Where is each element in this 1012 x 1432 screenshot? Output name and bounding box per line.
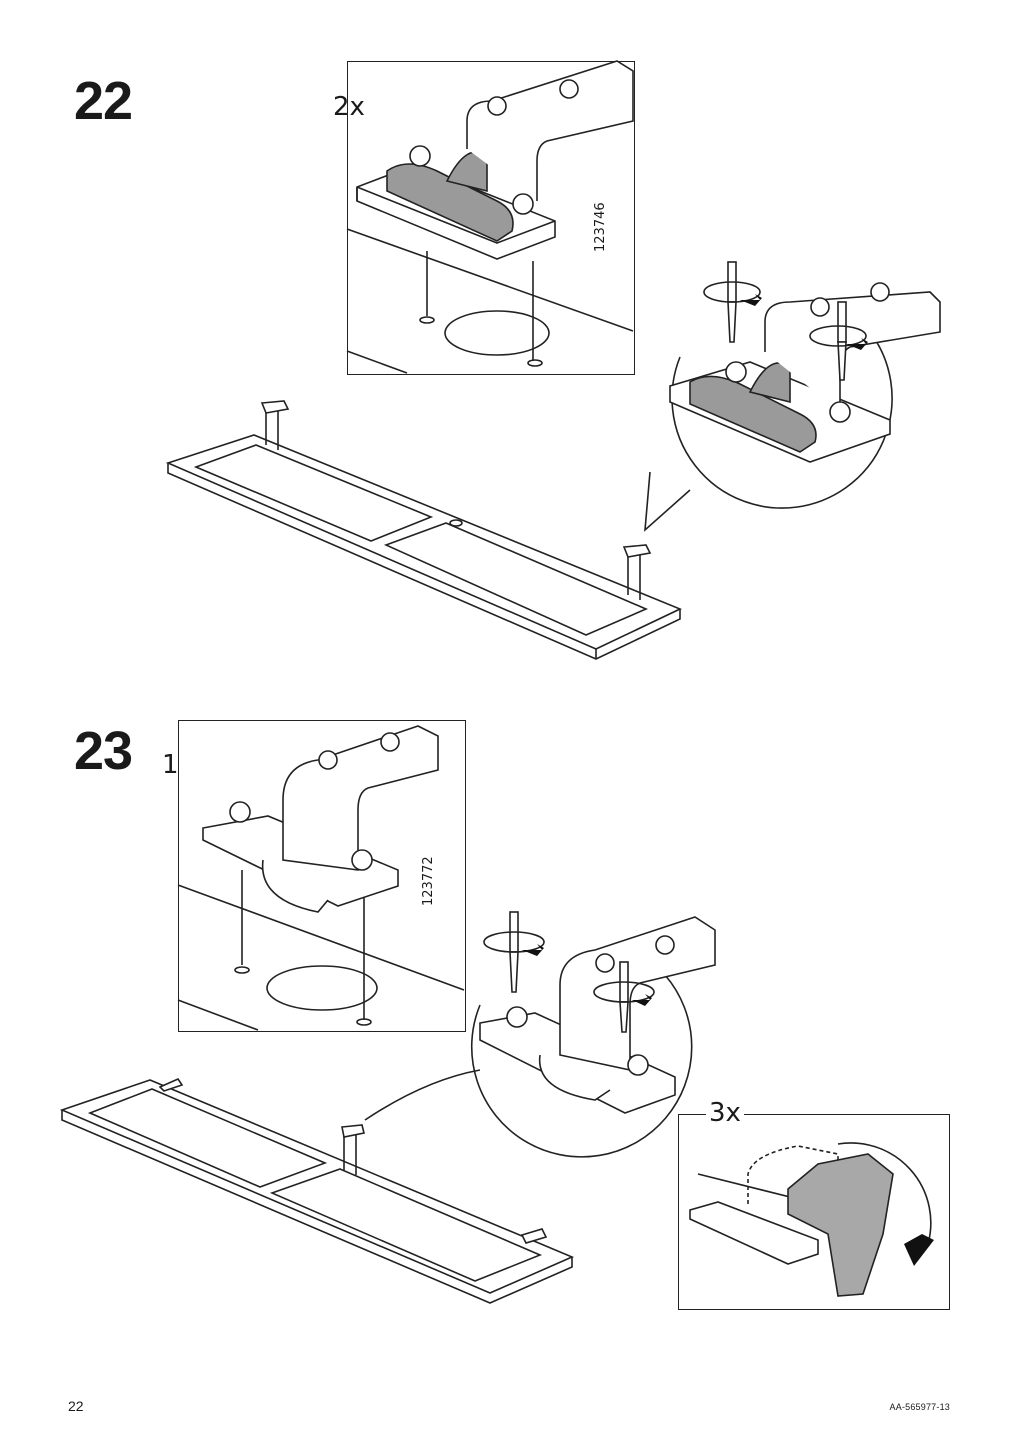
screwdriver-icon	[727, 261, 847, 381]
step-number-23: 23	[74, 721, 133, 781]
step-22-quantity: 2x	[333, 92, 365, 122]
rotate-arrow-icon	[483, 931, 655, 1006]
door-panel-icon	[165, 400, 682, 660]
step-22-zoom-detail	[644, 282, 941, 532]
document-id: AA-565977-13	[889, 1402, 950, 1412]
hinge-icon	[346, 60, 634, 374]
door-panel-icon	[59, 1077, 575, 1304]
hinge-icon	[177, 725, 465, 1031]
hinge-clip-icon	[689, 1142, 934, 1297]
step-number-22: 22	[74, 71, 133, 131]
page-number: 22	[68, 1398, 84, 1414]
rotate-arrow-icon	[703, 281, 868, 350]
step-23-zoom-detail	[364, 916, 716, 1158]
step-23-clip-quantity: 3x	[706, 1100, 744, 1126]
